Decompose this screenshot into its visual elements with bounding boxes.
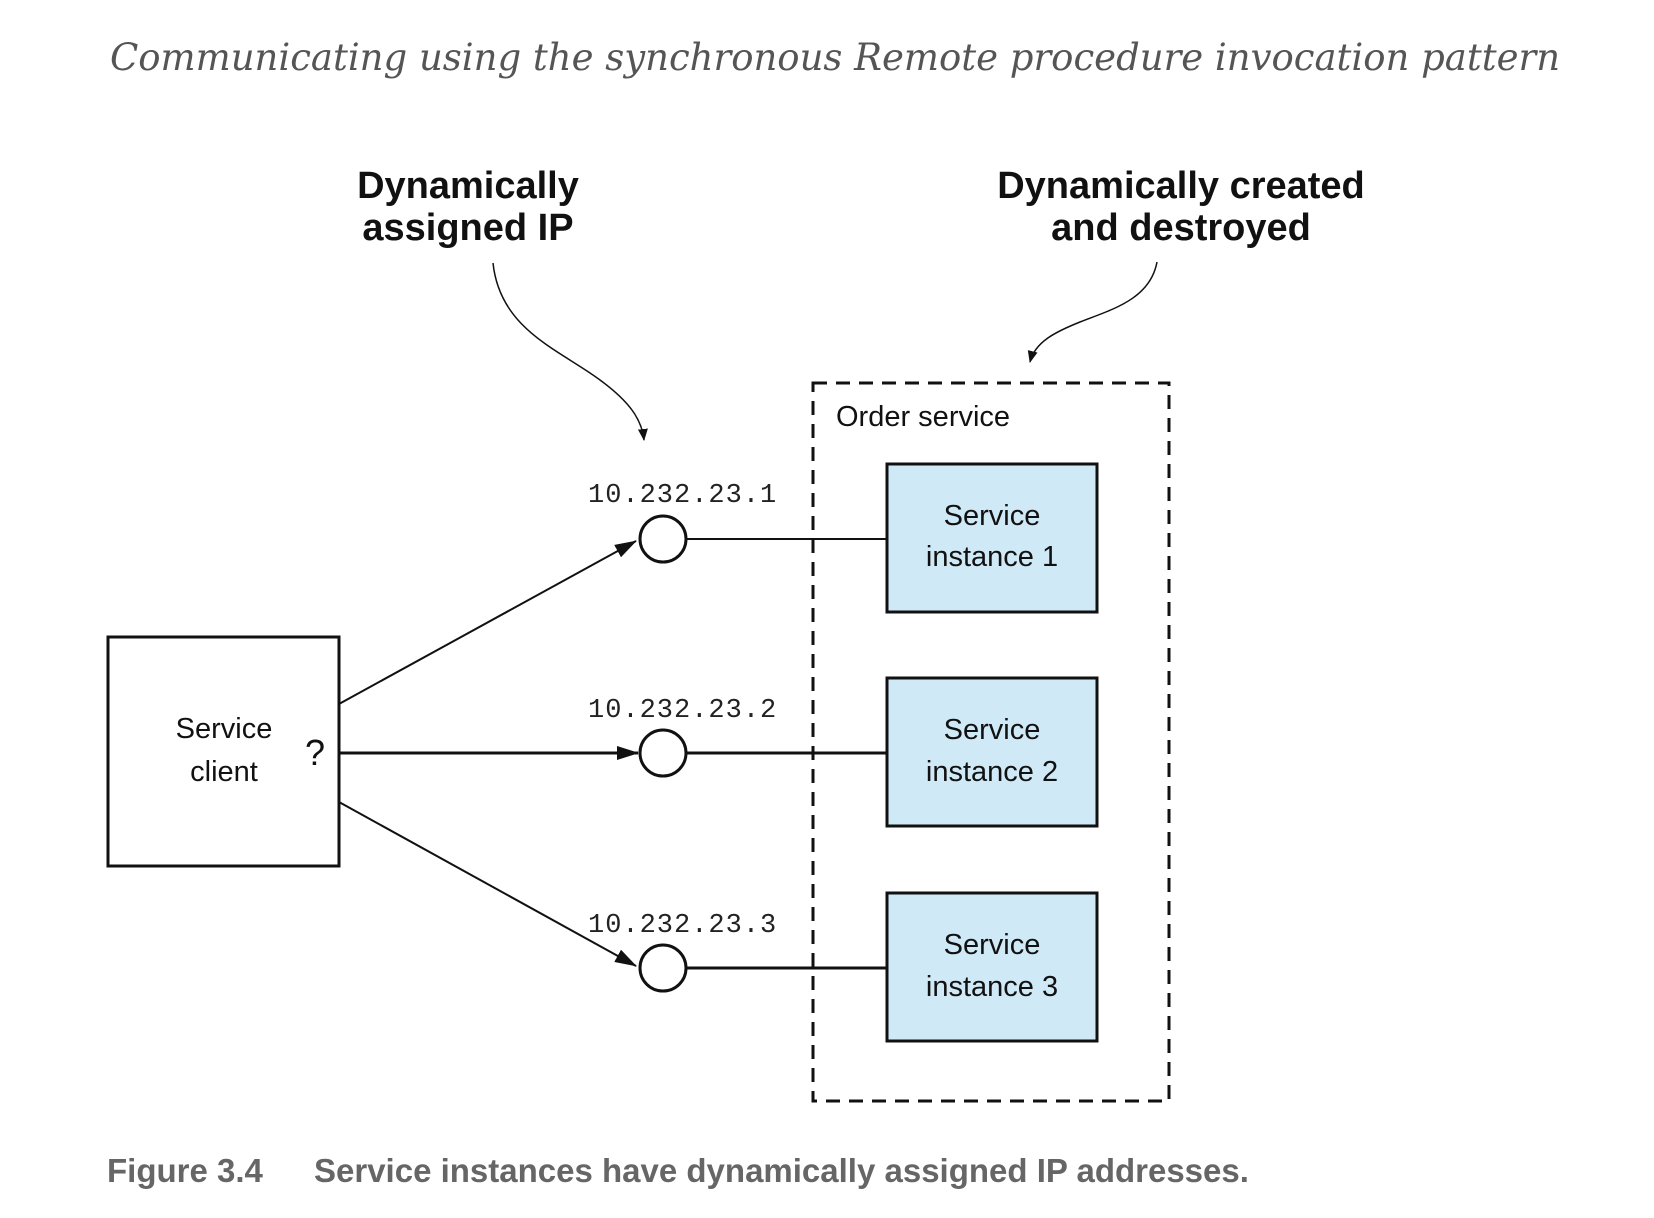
callout-arrow-ip [492,262,648,441]
service-instance-1-group: 10.232.23.1 Service instance 1 [588,462,1099,614]
ip-endpoint-1 [638,514,688,564]
service-instance-2-group: 10.232.23.2 Service instance 2 [588,676,1099,828]
order-service-boundary [811,381,1171,1103]
service-instance-1-label-line-2: instance 1 [926,541,1058,573]
service-instance-2 [885,676,1099,828]
figure-caption: Service instances have dynamically assig… [314,1152,1249,1189]
service-client-label-line-2: client [190,756,258,788]
service-instance-3-group: 10.232.23.3 Service instance 3 [588,891,1099,1043]
ip-endpoint-3 [638,943,688,993]
figure-number: Figure 3.4 [107,1152,264,1189]
callout-dynamic-ip: Dynamically assigned IP [357,165,579,249]
page-header: Communicating using the synchronous Remo… [110,36,1560,79]
callout-lifecycle-line-1: Dynamically created [997,165,1365,207]
ip-address-1: 10.232.23.1 [588,481,777,511]
service-instance-3-label-line-1: Service [944,929,1041,961]
service-instance-1-label-line-1: Service [944,500,1041,532]
callout-arrow-lifecycle [1027,261,1158,363]
callout-dynamic-ip-line-1: Dynamically [357,165,579,207]
service-instance-3-label-line-2: instance 3 [926,971,1058,1003]
service-instance-2-label-line-2: instance 2 [926,756,1058,788]
order-service-label: Order service [836,401,1010,433]
ip-endpoint-2 [638,728,688,778]
callout-dynamic-ip-line-2: assigned IP [362,207,573,249]
ip-address-3: 10.232.23.3 [588,911,777,941]
service-client-box [106,635,341,868]
request-arrow-1 [338,540,637,705]
question-mark: ? [305,732,325,773]
request-arrow-3 [338,801,637,967]
service-client-label-line-1: Service [176,713,273,745]
callout-dynamic-lifecycle: Dynamically created and destroyed [997,165,1365,249]
service-instance-3 [885,891,1099,1043]
ip-address-2: 10.232.23.2 [588,696,777,726]
service-client: Service client ? [106,635,341,868]
callout-lifecycle-line-2: and destroyed [1051,207,1311,249]
service-instance-2-label-line-1: Service [944,714,1041,746]
service-instance-1 [885,462,1099,614]
